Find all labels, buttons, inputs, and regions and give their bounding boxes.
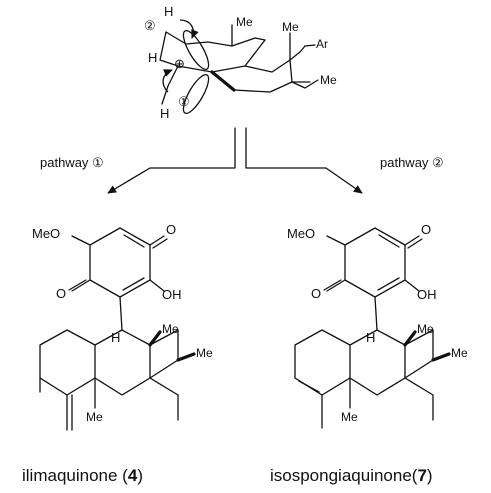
carbonyl-oxygen-label: O [311, 286, 321, 301]
methyl-label: Me [320, 73, 337, 87]
hydrogen-label: H [164, 4, 173, 19]
hydroxyl-label: OH [162, 287, 182, 302]
methyl-label: Me [86, 410, 103, 424]
methyl-label: Me [162, 322, 179, 336]
circled-2-label: ② [144, 18, 156, 33]
pathway-1-label: pathway ① [40, 155, 104, 170]
methyl-label: Me [196, 346, 213, 360]
methyl-label: Me [451, 346, 468, 360]
carbocation-plus-label: ⊕ [174, 56, 185, 71]
carbonyl-oxygen-label: O [166, 222, 176, 237]
aryl-label: Ar [316, 37, 328, 51]
methyl-label: Me [282, 20, 299, 34]
hydrogen-label: H [148, 50, 157, 65]
methyl-label: Me [341, 410, 358, 424]
carbocation-intermediate: ② H H ⊕ H ① Me Me Ar Me [144, 4, 337, 121]
hydroxyl-label: OH [417, 287, 437, 302]
circled-1-label: ① [178, 94, 190, 109]
methyl-label: Me [236, 15, 253, 29]
methoxy-label: MeO [287, 226, 315, 241]
carbonyl-oxygen-label: O [56, 286, 66, 301]
methoxy-label: MeO [32, 226, 60, 241]
pathway-arrows [107, 127, 363, 194]
isospongiaquinone-structure [294, 227, 451, 429]
carbonyl-oxygen-label: O [421, 222, 431, 237]
isospongiaquinone-name: isospongiaquinone(7) [270, 466, 433, 485]
methyl-label: Me [417, 322, 434, 336]
ilimaquinone-name: ilimaquinone (4) [22, 466, 143, 485]
pathway-2-label: pathway ② [380, 155, 444, 170]
hydrogen-label: H [111, 330, 120, 345]
ilimaquinone-structure [39, 227, 196, 431]
hydrogen-label: H [160, 106, 169, 121]
hydrogen-label: H [366, 330, 375, 345]
